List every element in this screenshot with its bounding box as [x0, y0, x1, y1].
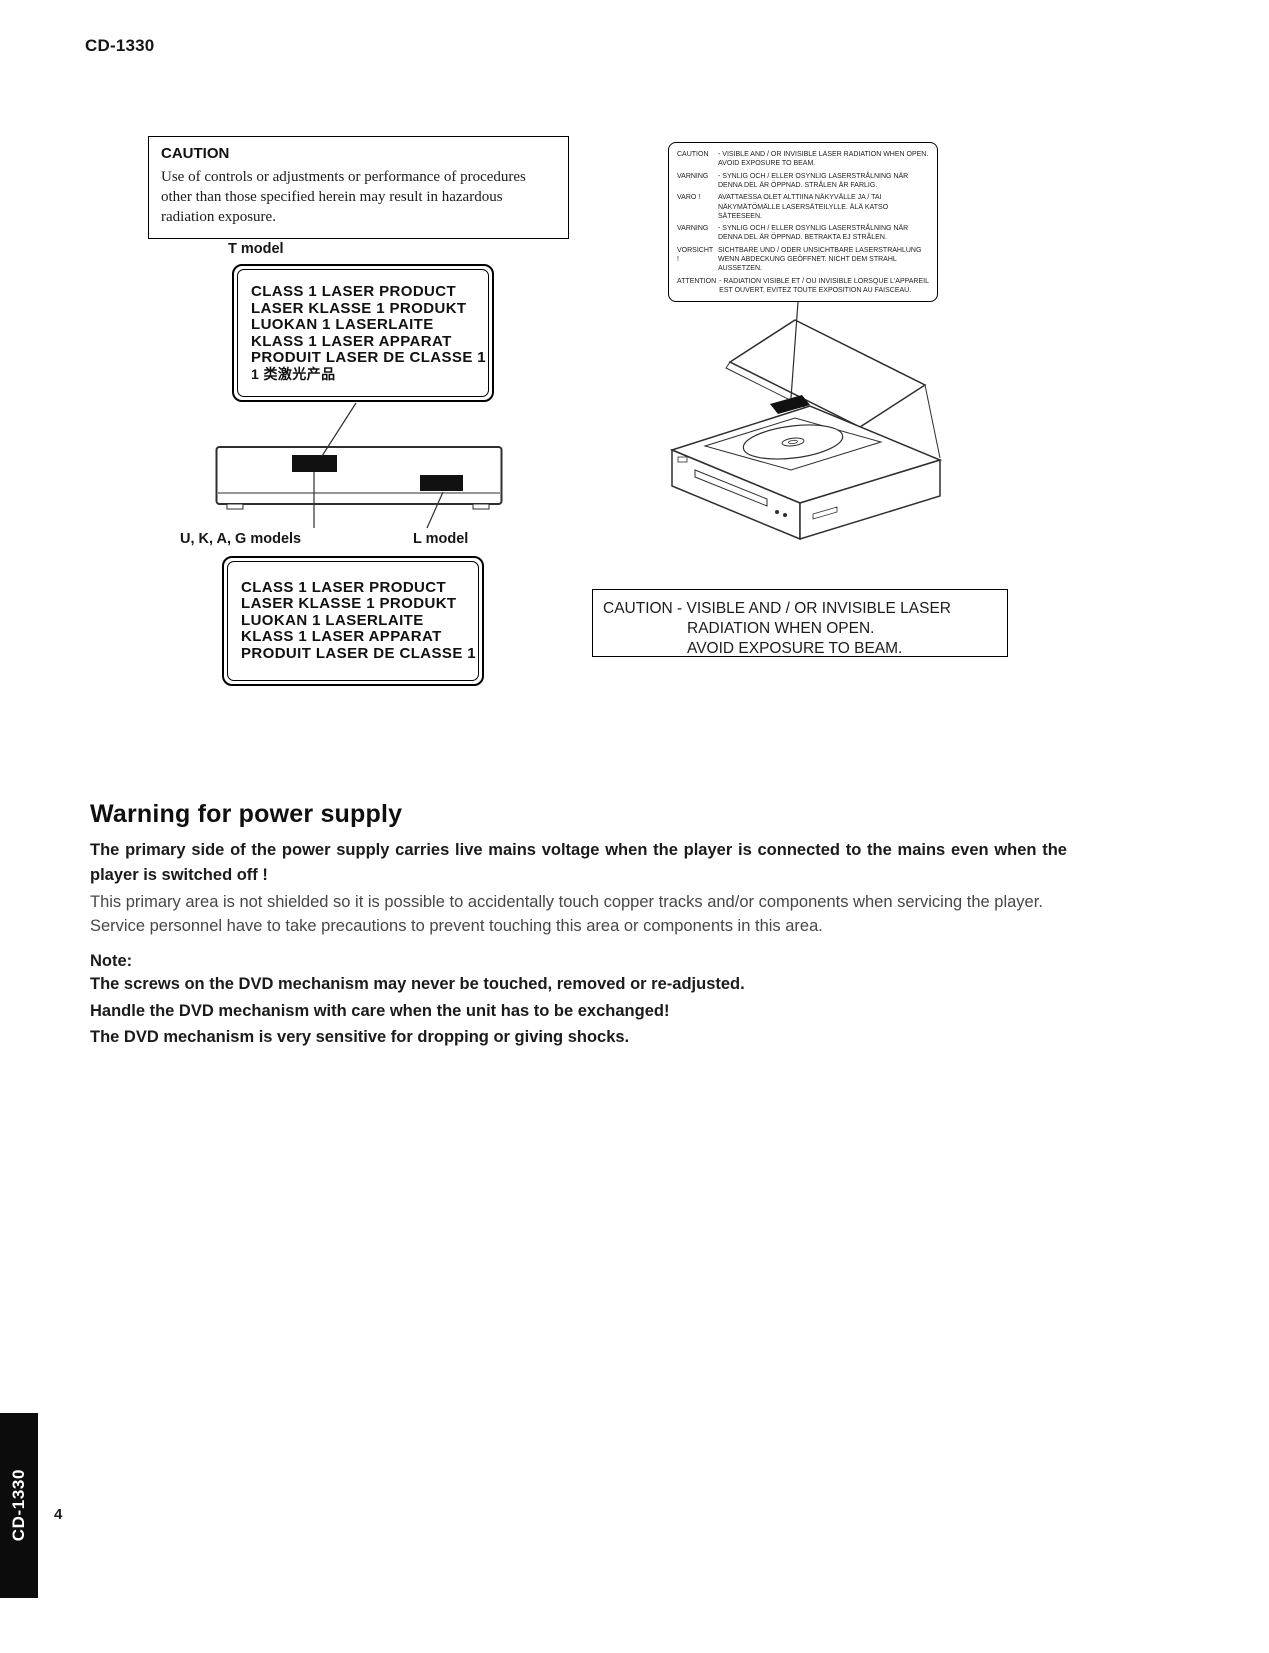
caution-box-body: Use of controls or adjustments or perfor… — [161, 169, 526, 226]
laser-label-line: CLASS 1 LASER PRODUCT — [251, 283, 457, 301]
t-model-label: T model — [228, 241, 284, 257]
ml-row-attention: ATTENTION - RADIATION VISIBLE ET / OU IN… — [677, 277, 931, 295]
laser-label-line: PRODUIT LASER DE CLASSE 1 — [241, 644, 477, 662]
ml-text: - RADIATION VISIBLE ET / OU INVISIBLE LO… — [719, 277, 929, 294]
laser-label-line: 1 类激光产品 — [251, 365, 336, 382]
ml-row-varning-2: VARNING - SYNLIG OCH / ELLER OSYNLIG LAS… — [677, 224, 931, 242]
laser-label-line: LASER KLASSE 1 PRODUKT — [241, 595, 457, 613]
laser-label-t-inner: CLASS 1 LASER PRODUCT LASER KLASSE 1 PRO… — [237, 269, 489, 397]
side-tab: CD-1330 — [0, 1413, 38, 1598]
ml-row-varning-1: VARNING - SYNLIG OCH / ELLER OSYNLIG LAS… — [677, 172, 931, 190]
ml-text: - VISIBLE AND / OR INVISIBLE LASER RADIA… — [718, 151, 929, 168]
l-model-label: L model — [413, 531, 469, 547]
label-position-marker-right — [420, 475, 463, 491]
laser-label-t-model: CLASS 1 LASER PRODUCT LASER KLASSE 1 PRO… — [232, 264, 494, 402]
ml-lang: CAUTION — [677, 151, 709, 158]
laser-label-l-inner: CLASS 1 LASER PRODUCT LASER KLASSE 1 PRO… — [227, 561, 479, 681]
label-position-marker-top — [770, 395, 810, 414]
player-isometric-drawing — [669, 319, 943, 541]
page-header-model: CD-1330 — [85, 36, 155, 55]
laser-label-line: LUOKAN 1 LASERLAITE — [241, 611, 424, 629]
ml-row-vorsicht: VORSICHT ! SICHTBARE UND / ODER UNSICHTB… — [677, 246, 931, 273]
caution-box-title: CAUTION — [161, 145, 230, 162]
multilingual-caution-label: CAUTION - VISIBLE AND / OR INVISIBLE LAS… — [668, 142, 938, 302]
ml-lang: VARNING — [677, 172, 709, 180]
caution-right-line: AVOID EXPOSURE TO BEAM. — [687, 639, 903, 657]
side-tab-label: CD-1330 — [9, 1469, 28, 1542]
warning-title: Warning for power supply — [90, 800, 403, 828]
ml-text: AVATTAESSA OLET ALTTIINA NÄKYVÄLLE JA / … — [718, 194, 889, 220]
laser-label-line: CLASS 1 LASER PRODUCT — [241, 578, 447, 596]
laser-label-line: PRODUIT LASER DE CLASSE 1 — [251, 349, 487, 367]
caution-box: CAUTION Use of controls or adjustments o… — [148, 136, 569, 240]
warning-lead-paragraph: The primary side of the power supply car… — [90, 841, 1067, 884]
ml-row-varo: VARO ! AVATTAESSA OLET ALTTIINA NÄKYVÄLL… — [677, 193, 931, 220]
ml-lang: VARO ! — [677, 194, 701, 202]
warning-paragraph-1: This primary area is not shielded so it … — [90, 892, 1043, 911]
ml-text: - SYNLIG OCH / ELLER OSYNLIG LASERSTRÅLN… — [718, 225, 909, 242]
caution-right-line: RADIATION WHEN OPEN. — [687, 619, 875, 637]
laser-label-l-model: CLASS 1 LASER PRODUCT LASER KLASSE 1 PRO… — [222, 556, 484, 686]
note-line: Handle the DVD mechanism with care when … — [90, 1001, 670, 1020]
note-label: Note: — [90, 952, 133, 970]
laser-label-line: KLASS 1 LASER APPARAT — [251, 332, 452, 350]
warning-section: Warning for power supply The primary sid… — [90, 800, 1067, 1051]
ml-lang: VORSICHT ! — [677, 246, 714, 264]
ml-row-caution: CAUTION - VISIBLE AND / OR INVISIBLE LAS… — [677, 150, 931, 168]
ml-text: - SYNLIG OCH / ELLER OSYNLIG LASERSTRÅLN… — [718, 172, 909, 189]
laser-label-line: LUOKAN 1 LASERLAITE — [251, 316, 434, 334]
caution-right-line: CAUTION - VISIBLE AND / OR INVISIBLE LAS… — [603, 600, 951, 617]
laser-label-line: KLASS 1 LASER APPARAT — [241, 628, 442, 646]
ukag-models-label: U, K, A, G models — [180, 531, 302, 547]
ml-text: SICHTBARE UND / ODER UNSICHTBARE LASERST… — [718, 246, 922, 273]
warning-paragraph-2: Service personnel have to take precautio… — [90, 917, 823, 936]
ml-lang: ATTENTION — [677, 277, 717, 285]
ml-lang: VARNING — [677, 225, 709, 233]
laser-label-line: LASER KLASSE 1 PRODUKT — [251, 299, 467, 317]
note-line: The screws on the DVD mechanism may neve… — [90, 975, 745, 993]
caution-right-box: CAUTION - VISIBLE AND / OR INVISIBLE LAS… — [592, 589, 1008, 657]
page-number: 4 — [54, 1506, 63, 1523]
front-panel-drawing — [215, 446, 503, 510]
label-position-marker-left — [292, 455, 337, 472]
note-line: The DVD mechanism is very sensitive for … — [90, 1028, 630, 1047]
